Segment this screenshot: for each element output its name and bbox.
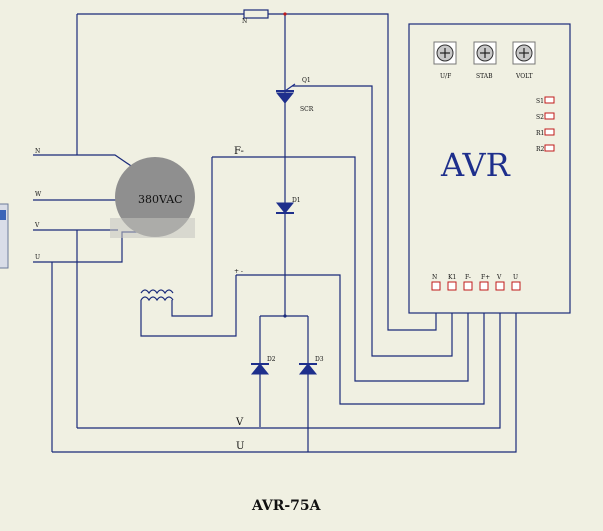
- wire-label-v-bus: V: [235, 417, 244, 428]
- bottom-pin-f-minus: [463, 281, 473, 291]
- wire-n-top: [77, 13, 437, 331]
- input-label-v: V: [34, 222, 40, 229]
- transformer-coil: [140, 289, 174, 302]
- d1-label: D1: [292, 197, 301, 204]
- bottom-pin-label-f-plus: F+: [481, 274, 490, 281]
- knob-stab[interactable]: [473, 41, 497, 65]
- motor-shadow: [110, 218, 195, 238]
- wire-scr-gate-k1: [292, 85, 453, 357]
- diode-d1: [275, 202, 295, 214]
- wire-input-n: [33, 154, 141, 173]
- scr-ref-label: Q1: [302, 77, 311, 84]
- wire-diode-bridge: [259, 315, 309, 452]
- bottom-pin-n: [431, 281, 441, 291]
- bottom-pin-u: [511, 281, 521, 291]
- d2-triangle: [250, 363, 270, 375]
- wire-label-f-minus: F-: [234, 146, 244, 157]
- motor-label: 380VAC: [138, 193, 183, 206]
- wires: [33, 9, 517, 453]
- motor-symbol: [110, 157, 195, 238]
- wire-f-plus: [236, 274, 485, 405]
- coil-bottom: [140, 296, 174, 302]
- coil-top: [140, 289, 174, 295]
- diagram-title: AVR-75A: [251, 498, 322, 514]
- side-pin-s1: [544, 96, 555, 104]
- avr-module: [408, 23, 571, 314]
- bottom-pins: N K1 F- F+ V U: [431, 274, 521, 291]
- side-pin-label-r2: R2: [536, 146, 545, 153]
- bottom-pin-label-n: N: [432, 274, 437, 281]
- motor-body: [115, 157, 195, 237]
- wire-f-plus-drop: [140, 275, 237, 337]
- input-label-n: N: [35, 148, 40, 155]
- side-pins: S1 S2 R1 R2: [536, 96, 555, 153]
- scr-triangle: [275, 92, 295, 104]
- bottom-pin-k1: [447, 281, 457, 291]
- bottom-pin-label-k1: K1: [448, 274, 456, 281]
- junction-dot-top: [283, 12, 287, 16]
- d3-triangle: [298, 363, 318, 375]
- d2-label: D2: [267, 356, 276, 363]
- knob-stab-label: STAB: [476, 73, 493, 80]
- bottom-pin-v: [495, 281, 505, 291]
- wire-u-bus: [52, 290, 517, 453]
- bottom-pin-label-f-minus: F-: [465, 274, 471, 281]
- knob-volt[interactable]: [512, 41, 536, 65]
- bottom-pin-label-v: V: [496, 274, 502, 281]
- wire-f-minus: [212, 156, 469, 382]
- side-pin-r2: [544, 144, 555, 152]
- bottom-pin-f-plus: [479, 281, 489, 291]
- side-pin-label-s2: S2: [536, 114, 544, 121]
- wire-f-minus-drop: [171, 157, 213, 317]
- d3-label: D3: [315, 356, 324, 363]
- window-fragment-icon: [0, 210, 6, 220]
- bottom-pin-label-u: U: [513, 274, 518, 281]
- diode-d2: [250, 363, 270, 375]
- wire-label-n-top: N: [242, 18, 247, 25]
- side-pin-label-s1: S1: [536, 98, 544, 105]
- knob-uf-label: U/F: [440, 73, 451, 80]
- scr-type-label: SCR: [300, 106, 314, 113]
- d1-triangle: [275, 202, 295, 214]
- side-pin-s2: [544, 112, 555, 120]
- knob-uf[interactable]: [433, 41, 457, 65]
- scr-gate: [284, 83, 296, 92]
- diode-d3: [298, 363, 318, 375]
- input-label-w: W: [35, 191, 42, 198]
- side-pin-r1: [544, 128, 555, 136]
- wire-label-plus-tap: + -: [234, 268, 243, 275]
- avr-label: AVR: [440, 146, 511, 184]
- scr-q1: [275, 83, 296, 104]
- knob-volt-label: VOLT: [515, 73, 533, 80]
- fuse: [243, 9, 269, 19]
- wire-v-bus: [77, 290, 501, 429]
- window-fragment: [0, 203, 9, 269]
- junction-dot-bridge: [283, 314, 287, 318]
- side-pin-label-r1: R1: [536, 130, 544, 137]
- input-label-u: U: [35, 254, 40, 261]
- wire-label-u-bus: U: [236, 441, 244, 452]
